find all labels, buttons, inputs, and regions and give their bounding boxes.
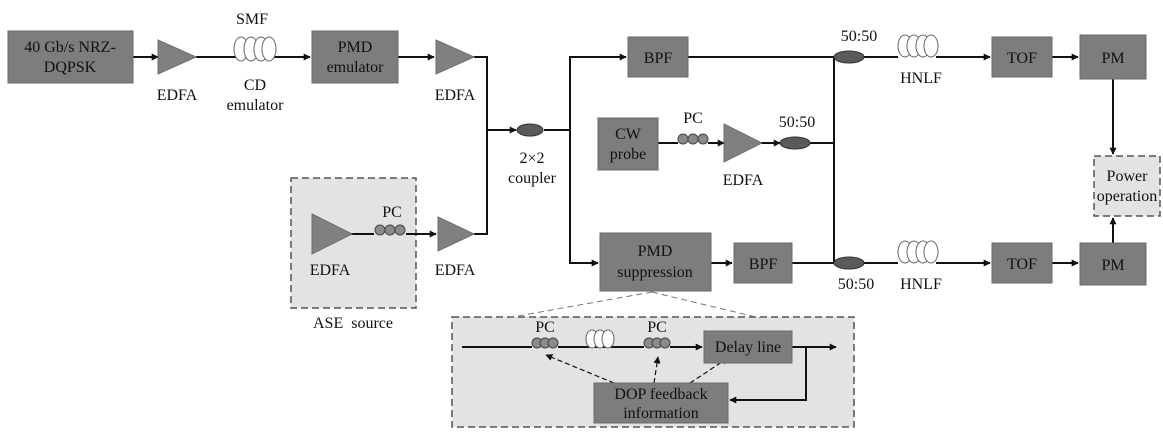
edfa-2-triangle bbox=[435, 39, 476, 75]
pmd-suppression-label-line2: suppression bbox=[617, 264, 693, 281]
splitter-mid-label: 50:50 bbox=[779, 114, 815, 131]
bpf-bottom-label: BPF bbox=[749, 256, 778, 273]
pc-cw-label: PC bbox=[683, 110, 703, 127]
bpf-top-label: BPF bbox=[644, 50, 673, 67]
wire-detail-tap-feedback bbox=[729, 347, 807, 404]
cw-probe-block: CW probe bbox=[597, 117, 659, 171]
pmd-emulator-label-line1: PMD bbox=[338, 39, 373, 56]
edfa-ase-label: EDFA bbox=[310, 262, 351, 279]
pmd-suppression-label-line1: PMD bbox=[638, 243, 673, 260]
pmd-emulator-block: PMD emulator bbox=[311, 30, 399, 84]
delay-line-block: Delay line bbox=[703, 330, 793, 364]
wire-edfa4-coupler bbox=[474, 130, 488, 235]
source-block: 40 Gb/s NRZ- DQPSK bbox=[7, 30, 134, 84]
zoom-line-left bbox=[506, 291, 653, 319]
dop-feedback-label-line1: DOP feedback bbox=[614, 386, 707, 403]
cw-probe-label-line1: CW bbox=[615, 126, 642, 143]
pc-cw-icon bbox=[677, 133, 709, 145]
bpf-top-block: BPF bbox=[627, 36, 689, 78]
tof-bottom-label: TOF bbox=[1007, 256, 1037, 273]
detail-fiber-coil-icon bbox=[585, 329, 615, 349]
pm-top-label: PM bbox=[1101, 50, 1124, 67]
coupler-2x2-icon bbox=[516, 123, 544, 137]
pc-detail-1-label: PC bbox=[535, 319, 555, 336]
cw-probe-label-line2: probe bbox=[610, 146, 646, 163]
pm-bottom-block: PM bbox=[1079, 242, 1147, 286]
hnlf-top-coil-icon bbox=[897, 34, 939, 58]
tof-bottom-block: TOF bbox=[991, 242, 1053, 284]
ase-source-label: ASE source bbox=[313, 315, 393, 332]
pmd-emulator-label-line2: emulator bbox=[327, 59, 385, 76]
tof-top-label: TOF bbox=[1007, 50, 1037, 67]
tof-top-block: TOF bbox=[991, 36, 1053, 78]
edfa-1-triangle bbox=[157, 39, 198, 75]
pc-detail-1-icon bbox=[531, 337, 559, 349]
splitter-bottom-icon bbox=[833, 256, 865, 270]
wire-coupler-bpf-top bbox=[544, 53, 627, 131]
edfa-ase-triangle bbox=[311, 213, 354, 255]
pm-top-block: PM bbox=[1079, 34, 1147, 80]
feedback-arrow-pc1 bbox=[545, 354, 615, 384]
smf-coil-icon bbox=[233, 36, 277, 62]
edfa-1-label: EDFA bbox=[157, 87, 198, 104]
pmd-suppression-block: PMD suppression bbox=[599, 232, 712, 292]
wire-edfa2-coupler bbox=[474, 56, 517, 134]
edfa-4-label: EDFA bbox=[435, 262, 476, 279]
dop-feedback-label-line2: information bbox=[623, 405, 699, 422]
wire-coupler-pmd-suppression bbox=[569, 130, 599, 267]
edfa-2-label: EDFA bbox=[435, 87, 476, 104]
pm-bottom-label: PM bbox=[1101, 257, 1124, 274]
hnlf-bottom-label: HNLF bbox=[900, 276, 942, 293]
feedback-arrow-pc2 bbox=[653, 356, 661, 384]
smf-label: SMF bbox=[236, 11, 268, 28]
dop-feedback-block: DOP feedback information bbox=[593, 382, 729, 424]
coupler-label-line1: 2×2 bbox=[519, 150, 544, 167]
source-label-line1: 40 Gb/s NRZ- bbox=[24, 39, 116, 56]
splitter-bottom-label: 50:50 bbox=[838, 276, 874, 293]
hnlf-bottom-coil-icon bbox=[897, 240, 939, 264]
power-operation-label-line1: Power bbox=[1107, 168, 1149, 185]
source-label-line2: DQPSK bbox=[44, 59, 97, 76]
hnlf-top-label: HNLF bbox=[900, 70, 942, 87]
pc-detail-2-icon bbox=[643, 337, 671, 349]
splitter-top-icon bbox=[833, 50, 865, 64]
pc-ase-icon bbox=[374, 224, 406, 236]
coupler-label-line2: coupler bbox=[508, 170, 557, 187]
ase-source-group bbox=[290, 177, 417, 309]
splitter-top-label: 50:50 bbox=[841, 28, 877, 45]
pc-ase-label: PC bbox=[382, 204, 402, 221]
splitter-mid-icon bbox=[779, 136, 811, 150]
power-operation-label-line2: operation bbox=[1097, 188, 1157, 205]
pc-detail-2-label: PC bbox=[647, 319, 667, 336]
delay-line-label: Delay line bbox=[715, 339, 781, 356]
power-operation-box bbox=[1093, 155, 1161, 217]
edfa-cw-triangle bbox=[723, 123, 764, 163]
edfa-4-triangle bbox=[437, 216, 476, 252]
cd-emulator-label-line1: CD bbox=[244, 77, 266, 94]
bpf-bottom-block: BPF bbox=[733, 242, 793, 284]
edfa-cw-label: EDFA bbox=[723, 172, 764, 189]
cd-emulator-label-line2: emulator bbox=[227, 97, 285, 114]
zoom-line-right bbox=[651, 291, 761, 319]
